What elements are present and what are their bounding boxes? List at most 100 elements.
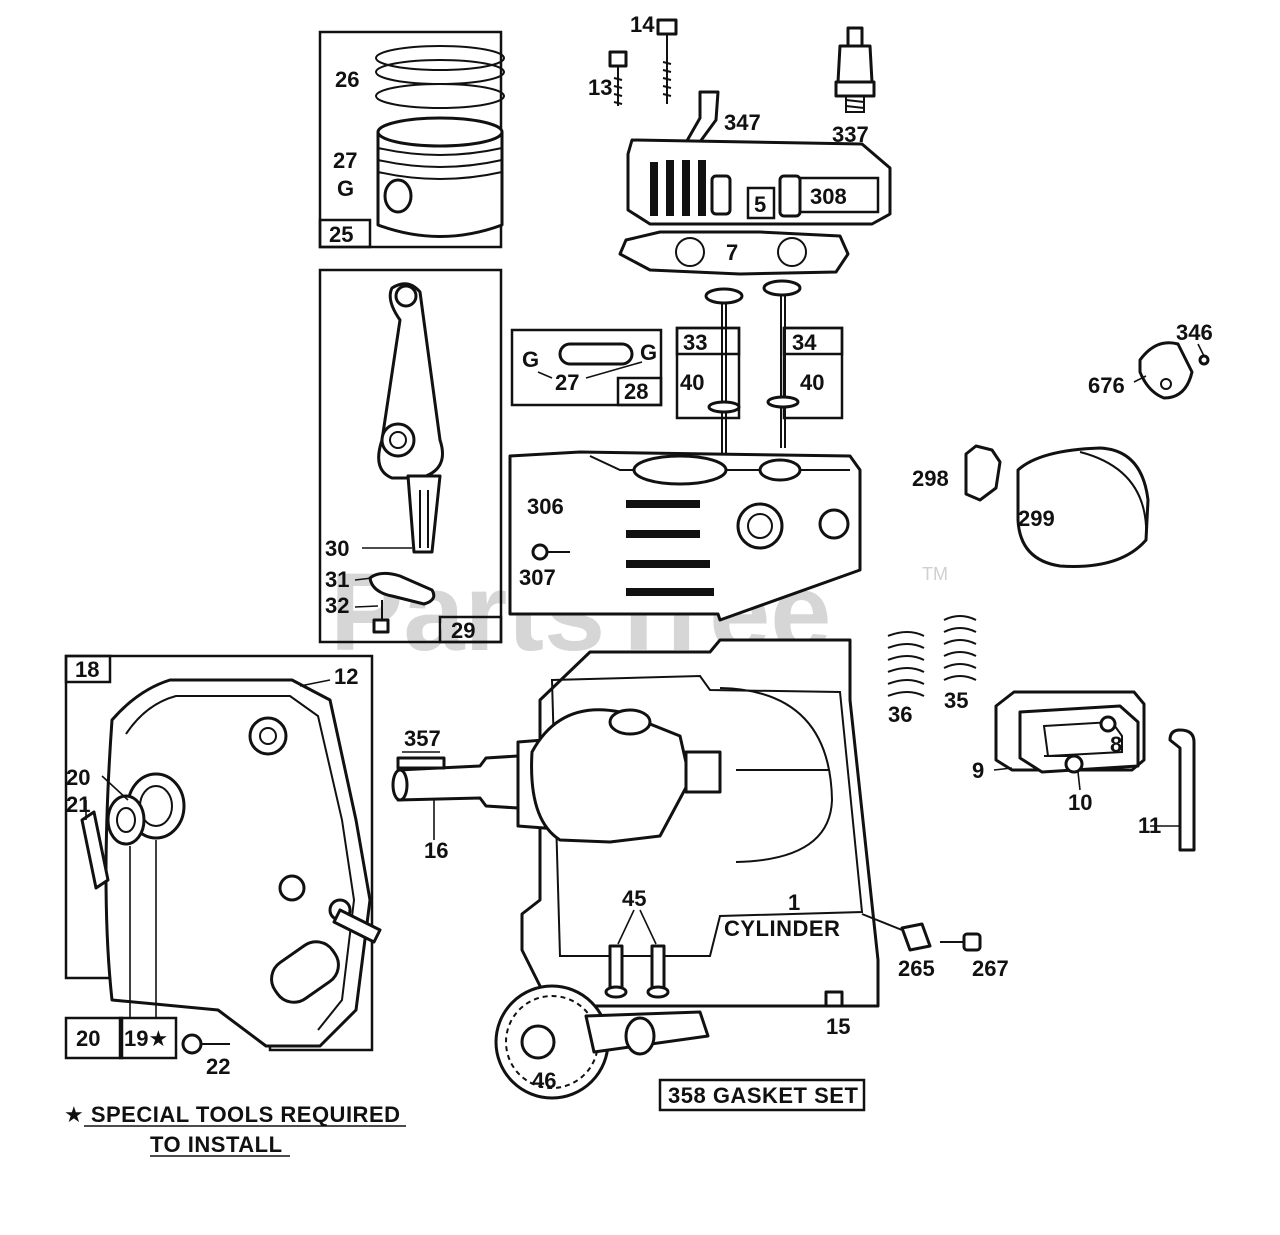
piston-ring-2 [375, 59, 505, 85]
label-12: 12 [334, 664, 358, 689]
screw-267 [962, 932, 982, 952]
label-25: 25 [329, 222, 353, 247]
spark-plug-insulator [836, 44, 874, 84]
breather-screw [1064, 754, 1084, 774]
label-35: 35 [944, 688, 968, 713]
note-line-1: ★ SPECIAL TOOLS REQUIRED [64, 1102, 401, 1127]
piston-group: 26 27 G 25 [318, 30, 505, 249]
label-26: 26 [335, 67, 359, 92]
label-11: 11 [1138, 813, 1161, 838]
valve-group: 33 34 40 40 [675, 279, 844, 458]
label-267: 267 [972, 956, 1009, 981]
clip-265 [900, 922, 932, 952]
breather-group: 8 9 10 11 [972, 690, 1196, 852]
label-9: 9 [972, 758, 984, 783]
label-27-top: 27 [333, 148, 357, 173]
crankshaft-group: 357 16 [391, 708, 722, 863]
piston-label-box [318, 218, 372, 249]
rod-cap [406, 474, 442, 554]
screw-307 [531, 543, 549, 561]
note-line-2: TO INSTALL [150, 1132, 283, 1157]
label-31: 31 [325, 567, 349, 592]
crankshaft-journal [684, 750, 722, 794]
label-18: 18 [75, 657, 99, 682]
label-32: 32 [325, 593, 349, 618]
connecting-rod-box [318, 268, 503, 644]
pin-clip-left-icon: G [522, 347, 539, 372]
label-46: 46 [532, 1068, 556, 1093]
label-265: 265 [898, 956, 935, 981]
tappet-right [650, 944, 666, 992]
label-1-name: CYLINDER [724, 916, 840, 941]
label-33: 33 [683, 330, 707, 355]
key-357 [396, 756, 446, 770]
watermark-trademark: TM [922, 564, 948, 584]
valve-springs: 36 35 [887, 615, 977, 727]
muffler-deflector [1138, 341, 1194, 400]
label-357: 357 [404, 726, 441, 751]
intake-valve-head [704, 287, 744, 305]
label-13: 13 [588, 75, 612, 100]
label-347: 347 [724, 110, 761, 135]
governor-housing [270, 940, 340, 1004]
head-gasket [618, 230, 850, 276]
label-307: 307 [519, 565, 556, 590]
label-14: 14 [630, 12, 655, 37]
connecting-rod-label-box [438, 615, 503, 644]
exhaust-valve-head [762, 279, 802, 297]
label-27-mid: 27 [555, 370, 579, 395]
screw-22 [181, 1033, 203, 1055]
label-5: 5 [754, 192, 766, 217]
ring-clip-icon: G [337, 176, 354, 201]
wrist-pin-label-box [616, 376, 663, 407]
label-21: 21 [66, 792, 90, 817]
label-306: 306 [527, 494, 564, 519]
label-36: 36 [888, 702, 912, 727]
wrist-pin-box [510, 328, 663, 407]
muffler-group: 298 299 346 676 [912, 320, 1213, 568]
muffler-body [1016, 446, 1150, 568]
label-22: 22 [206, 1054, 230, 1079]
label-20: 20 [66, 765, 90, 790]
label-19: 19★ [124, 1026, 168, 1051]
label-1-num: 1 [788, 890, 800, 915]
label-7: 7 [726, 240, 738, 265]
label-34: 34 [792, 330, 817, 355]
label-16: 16 [424, 838, 448, 863]
label-346: 346 [1176, 320, 1213, 345]
exhaust-port [736, 502, 784, 550]
pin-clip-right-icon: G [640, 340, 657, 365]
piston [376, 130, 504, 238]
gasket-set-label: 358 GASKET SET [668, 1083, 858, 1108]
screw-14-head [656, 18, 678, 36]
spark-plug-hex [834, 80, 876, 98]
label-30: 30 [325, 536, 349, 561]
label-299: 299 [1018, 506, 1055, 531]
valve-seal-left [707, 400, 741, 414]
gasket-set-group: 358 GASKET SET [658, 1078, 866, 1112]
valve-seal-right [766, 395, 800, 409]
gearcase-group: 18 20 19★ 20 21 12 22 [64, 654, 382, 1079]
label-298: 298 [912, 466, 949, 491]
breather-tube-11 [1168, 728, 1196, 852]
oil-fill-tube [80, 810, 110, 890]
piston-pin-hole [383, 178, 413, 214]
muffler-lockwasher [964, 444, 1002, 502]
cylinder-head [626, 138, 892, 226]
deflector-screw [1198, 354, 1210, 366]
label-8: 8 [1110, 732, 1122, 757]
crankshaft-counterweight [530, 708, 692, 844]
piston-ring-1 [375, 45, 505, 71]
wrist-pin-group: G G 27 28 [510, 328, 663, 407]
label-40-right: 40 [800, 370, 824, 395]
label-45: 45 [622, 886, 646, 911]
label-28: 28 [624, 379, 648, 404]
label-308: 308 [810, 184, 847, 209]
spark-plug-terminal [846, 26, 864, 48]
gasket-set-box [658, 1078, 866, 1112]
connecting-rod-group: 30 31 32 29 [318, 268, 503, 644]
wrist-pin [558, 342, 634, 366]
head-fasteners: 14 13 347 337 [588, 12, 876, 152]
